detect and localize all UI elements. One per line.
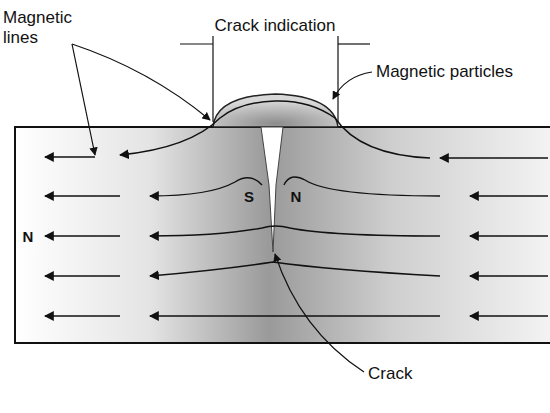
- pole-label: S: [244, 188, 254, 205]
- callout-label: Crack: [368, 364, 412, 384]
- test-piece: [15, 127, 550, 343]
- dimension-line: [180, 36, 370, 122]
- dimension-label: Crack indication: [215, 16, 336, 36]
- pole-label: N: [23, 228, 34, 245]
- crack: [261, 127, 283, 252]
- callout-label: Magnetic lines: [3, 8, 73, 47]
- pole-label: N: [291, 188, 302, 205]
- callout-label: Magnetic particles: [376, 62, 513, 82]
- field-lines: [45, 101, 548, 316]
- leader-lines: [72, 44, 372, 372]
